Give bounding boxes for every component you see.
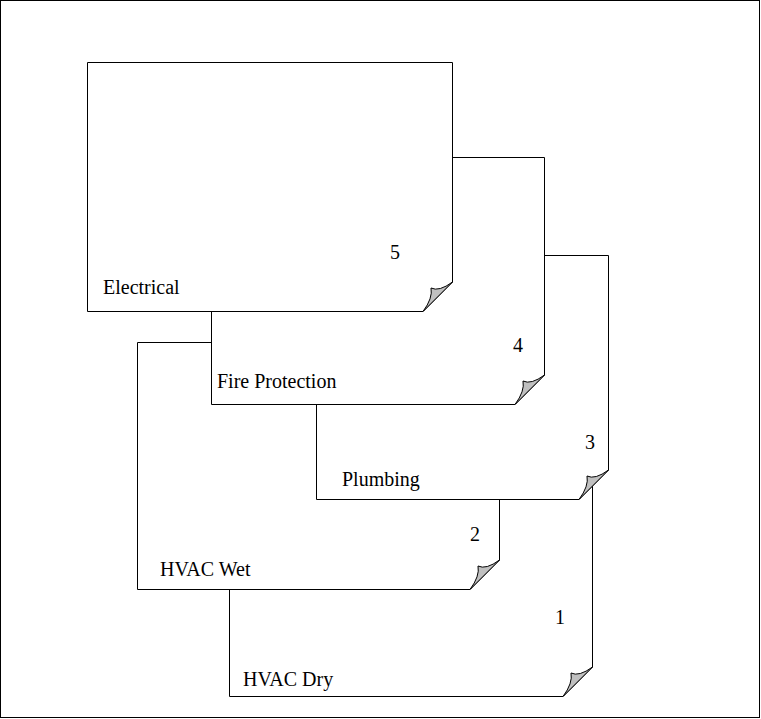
sheet-label: Electrical — [103, 275, 180, 299]
sheet-label: HVAC Wet — [160, 557, 250, 581]
folded-corner — [579, 470, 609, 500]
document-sheet: 5Electrical — [87, 62, 453, 312]
sheet-number: 1 — [555, 605, 565, 629]
sheet-number: 3 — [585, 430, 595, 454]
sheet-label: HVAC Dry — [243, 667, 333, 691]
sheet-number: 5 — [390, 240, 400, 264]
sheet-outline — [87, 62, 454, 313]
sheet-label: Plumbing — [342, 467, 420, 491]
sheet-body — [317, 256, 609, 500]
sheet-label: Fire Protection — [217, 369, 336, 393]
sheet-number: 2 — [470, 522, 480, 546]
sheet-number: 4 — [513, 333, 523, 357]
folded-corner — [563, 667, 593, 697]
sheet-body — [138, 343, 500, 590]
sheet-body — [230, 450, 593, 697]
sheet-body — [212, 158, 545, 405]
sheet-body — [88, 63, 453, 312]
